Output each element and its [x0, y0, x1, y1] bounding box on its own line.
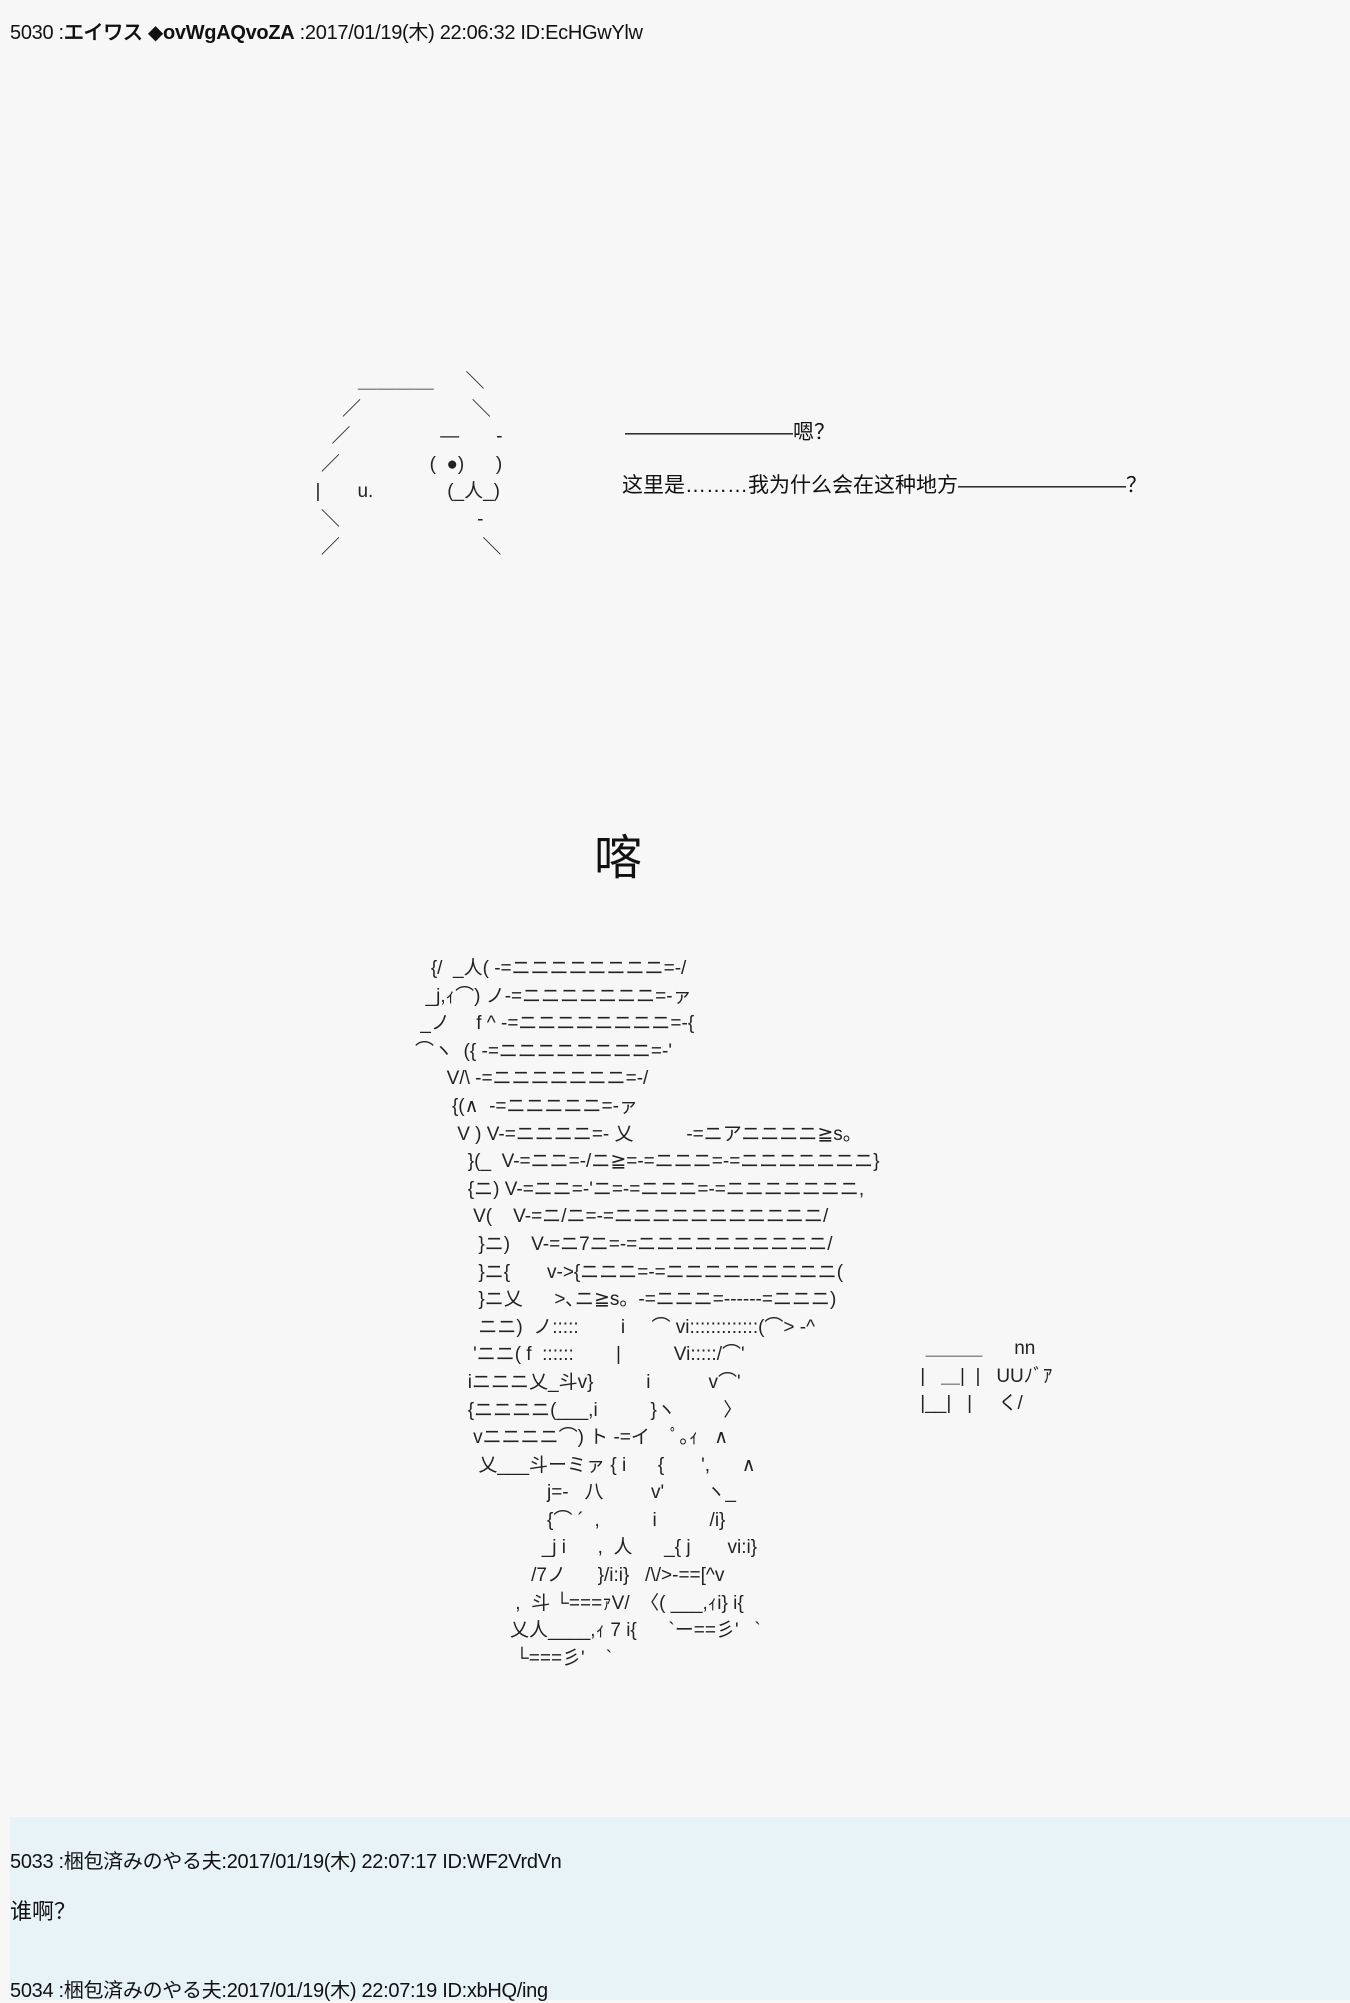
post-id[interactable]: ID:xbHQ/ing	[442, 1980, 548, 2002]
post-body-5033: 谁啊？	[10, 1899, 77, 1924]
ascii-art-line: vニニニニ⌒) ト -=イ ﾟ｡ｨ ∧	[415, 1427, 729, 1449]
post-header-5034: 5034 :梱包済みのやる夫:2017/01/19(木) 22:07:19 ID…	[10, 1980, 548, 2002]
post-header-5030: 5030 :エイワス ◆ovWgAQvoZA :2017/01/19(木) 22…	[10, 22, 643, 44]
ascii-art-line: ／ ― -	[305, 426, 503, 448]
ascii-art-line: ＿＿＿＿ ＼	[305, 371, 485, 392]
ascii-art-line: 'ニニ( f :::::: | Vi:::::/⌒'	[415, 1344, 745, 1366]
sound-effect-text: 喀	[594, 832, 643, 885]
ascii-art-line: ＼ -	[305, 508, 484, 530]
dialogue-line-1: ――――――――嗯？	[625, 421, 835, 444]
poster-name: 梱包済みのやる夫	[63, 1980, 222, 2002]
sign-ascii-art: ＿＿＿ nn | ＿| | UUﾉﾞｱ |__| | く/	[915, 1335, 1052, 1418]
post-id[interactable]: ID:WF2VrdVn	[442, 1851, 562, 1873]
ascii-art-line: └===彡' `	[415, 1647, 613, 1669]
ascii-art-line: ／ ＼	[305, 536, 502, 558]
dialogue-line-2: 这里是………我为什么会在这种地方――――――――？	[622, 474, 1147, 497]
ascii-art-line: 乂人____,ｨ 7 i{ `ー==彡' `	[415, 1620, 761, 1642]
post-header-5033: 5033 :梱包済みのやる夫:2017/01/19(木) 22:07:17 ID…	[10, 1851, 562, 1873]
poster-trip: ◆ovWgAQvoZA	[147, 22, 295, 44]
ascii-art-line: | u. (_人_)	[305, 481, 500, 503]
ascii-art-line: V ) V-=ニニニニ=- 乂 -=ニアニニニニ≧s。	[415, 1123, 862, 1145]
ascii-art-line: V( V-=ニ/ニ=-=ニニニニニニニニニニニ/	[415, 1206, 829, 1228]
ascii-art-line: {(∧ -=ニニニニニ=-ァ	[415, 1095, 638, 1117]
figure-ascii-art: {/ _人( -=ニニニニニニニニ=-/ _j,ｨ⌒) ノ-=ニニニニニニニ=-…	[415, 955, 880, 1672]
post-date: 2017/01/19(木) 22:06:32	[304, 22, 516, 44]
post-date: 2017/01/19(木) 22:07:19	[226, 1980, 438, 2002]
post-number[interactable]: 5034	[10, 1980, 54, 2002]
ascii-art-line: _j,ｨ⌒) ノ-=ニニニニニニニ=-ァ	[415, 985, 692, 1007]
ascii-art-line: iニニニ乂_斗v} i v⌒'	[415, 1371, 741, 1393]
ascii-art-line: }(_ V-=ニニ=-/ニ≧=-=ニニニ=-=ニニニニニニニ}	[415, 1151, 880, 1173]
post-number[interactable]: 5030	[10, 22, 54, 44]
face-ascii-art: ＿＿＿＿ ＼ ／ ＼ ／ ― - ／ ( ●) ) | u. (_人_) ＼ -…	[305, 368, 503, 561]
ascii-art-line: {ニニニニ(___,i }ヽ 〉	[415, 1399, 743, 1421]
ascii-art-line: | ＿| | UUﾉﾞｱ	[915, 1365, 1053, 1387]
ascii-art-line: {ニ) V-=ニニ=-'ニ=-=ニニニ=-=ニニニニニニニ,	[415, 1178, 865, 1200]
ascii-art-line: /7ノ }/i:i} /\/>-==[^v	[415, 1565, 725, 1587]
ascii-art-line: _j i , 人 _{ j vi:i}	[415, 1537, 758, 1559]
post-id[interactable]: ID:EcHGwYlw	[520, 22, 643, 44]
ascii-art-line: ⌒ヽ ({ -=ニニニニニニニニ=-'	[415, 1040, 672, 1062]
reply-posts-area	[10, 1817, 1350, 2000]
ascii-art-line: }ニ) V-=ニ7ニ=-=ニニニニニニニニニニ/	[415, 1233, 833, 1255]
poster-name: 梱包済みのやる夫	[63, 1851, 222, 1873]
ascii-art-line: ／ ＼	[305, 398, 491, 420]
ascii-art-line: ニニ) ノ::::: i ⌒ vi:::::::::::::(⌒> -^	[415, 1316, 816, 1338]
ascii-art-line: ＿＿＿ nn	[915, 1338, 1036, 1359]
ascii-art-line: j=- 八 v' ヽ_	[415, 1482, 736, 1504]
ascii-art-line: }ニ{ v->{ニニニ=-=ニニニニニニニニニ(	[415, 1261, 844, 1283]
ascii-art-line: , 斗 └===ｧV/ 〈( ___,ｨi} i{	[415, 1592, 744, 1614]
ascii-art-line: V/\ -=ニニニニニニニ=-/	[415, 1068, 649, 1090]
ascii-art-line: 乂___斗ーミァ { i { ', ∧	[415, 1454, 756, 1476]
ascii-art-line: ／ ( ●) )	[305, 453, 503, 475]
ascii-art-line: |__| | く/	[915, 1393, 1023, 1415]
poster-name: エイワス	[63, 22, 143, 44]
ascii-art-line: _ノ f ^ -=ニニニニニニニニ=-{	[415, 1013, 695, 1035]
post-number[interactable]: 5033	[10, 1851, 54, 1873]
ascii-art-line: {⌒ ´ , i /i}	[415, 1509, 726, 1531]
ascii-art-line: {/ _人( -=ニニニニニニニニ=-/	[415, 958, 687, 979]
ascii-art-line: }ニ乂 >､ニ≧s。-=ニニニ=------=ニニニ)	[415, 1289, 837, 1311]
post-date: 2017/01/19(木) 22:07:17	[226, 1851, 438, 1873]
